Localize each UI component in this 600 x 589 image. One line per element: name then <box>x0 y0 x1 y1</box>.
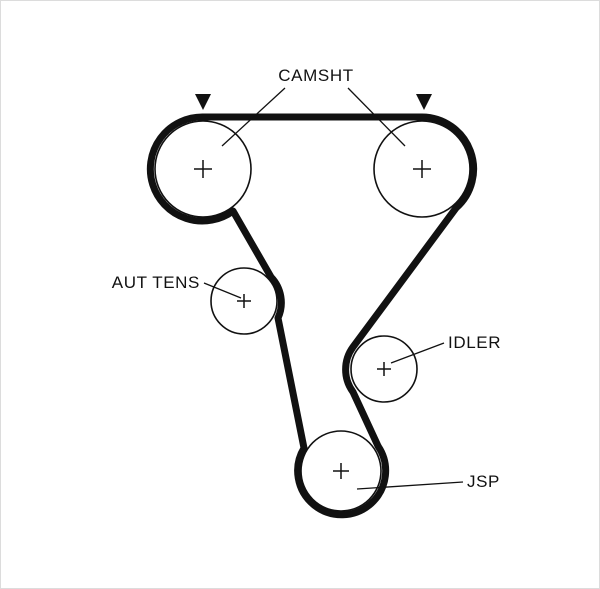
idler-center-cross-icon <box>377 362 391 376</box>
tensioner-center-cross-icon <box>237 294 251 308</box>
idler-leader <box>390 342 445 364</box>
camshaft-left-center-cross-icon <box>194 160 212 178</box>
camshaft-label: CAMSHT <box>278 66 353 85</box>
tensioner-leader <box>203 282 242 299</box>
idler-label: IDLER <box>448 333 501 352</box>
jsp-leader <box>356 481 464 490</box>
jsp-label: JSP <box>467 472 500 491</box>
camshaft-right-center-cross-icon <box>413 160 431 178</box>
auto-tensioner-label: AUT TENS <box>112 273 200 292</box>
timing-mark-left-icon <box>195 94 211 110</box>
timing-belt <box>146 113 478 519</box>
camshaft-leader-left <box>221 87 286 147</box>
jsp-center-cross-icon <box>333 463 349 479</box>
timing-mark-right-icon <box>416 94 432 110</box>
camshaft-leader-right <box>347 87 406 147</box>
